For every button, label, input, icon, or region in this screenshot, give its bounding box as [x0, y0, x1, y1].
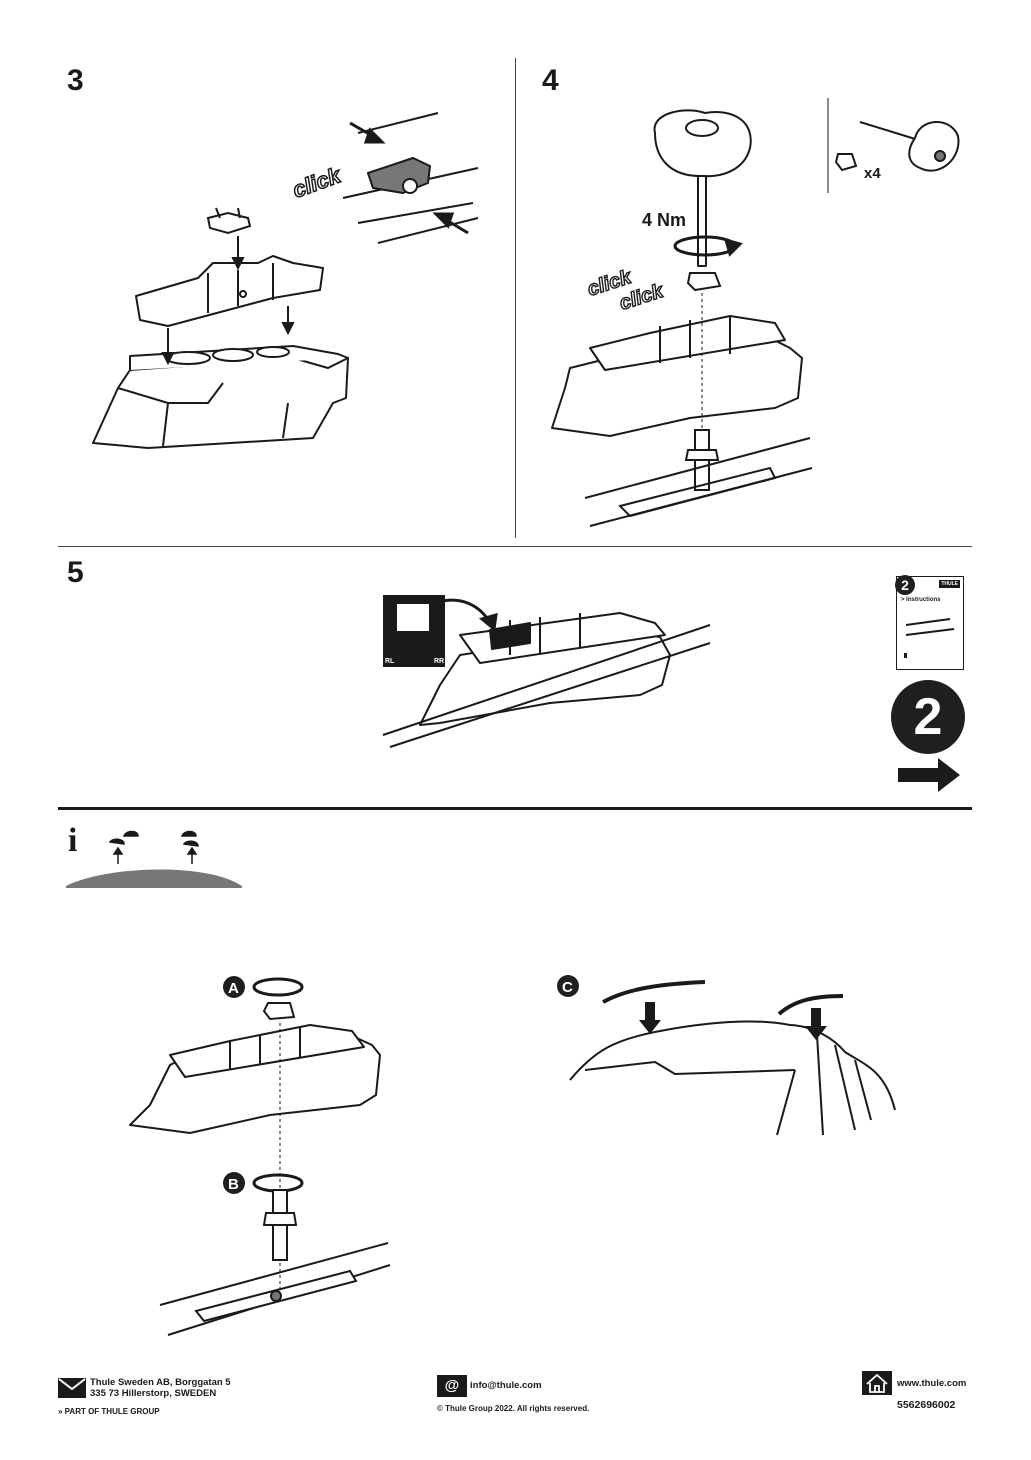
rotation-arrow-icon: [252, 1173, 304, 1193]
group-text: PART OF THULE GROUP: [64, 1407, 160, 1416]
website-link[interactable]: www.thule.com: [897, 1378, 967, 1389]
mounting-diagram-ab: A B: [129, 976, 391, 1336]
next-step-badge: 2: [891, 680, 965, 754]
label-rr: RR: [434, 658, 444, 665]
booklet-bars-drawing: [904, 618, 955, 658]
group-label: » PART OF THULE GROUP: [58, 1407, 160, 1416]
step-3-illustration: click: [92, 112, 483, 449]
nut-drawing: [686, 272, 722, 292]
rotation-arrow-icon: [673, 235, 743, 257]
placement-arrow: [434, 598, 498, 632]
divider-horizontal-step4-5: [58, 546, 972, 547]
bolt-drawing: [262, 1189, 298, 1261]
booklet-number: 2: [901, 577, 909, 593]
roof-diagram-c: C: [557, 975, 896, 1136]
email-link[interactable]: info@thule.com: [470, 1380, 542, 1391]
c-label: C: [562, 979, 573, 996]
rail-drawing: [584, 429, 813, 527]
document-number: 5562696002: [897, 1399, 956, 1411]
step-4-number: 4: [542, 64, 559, 97]
address-line-1: Thule Sweden AB, Borggatan 5: [90, 1377, 231, 1388]
step-4-illustration: 4 Nm click click x4: [551, 98, 960, 527]
arrow-right-icon: [898, 758, 960, 792]
foot-pad-drawing: [135, 255, 324, 327]
car-roof-drawing: [569, 980, 896, 1136]
home-icon: [862, 1371, 892, 1395]
copyright-text: © Thule Group 2022. All rights reserved.: [437, 1404, 590, 1413]
tool-inset-drawing: [834, 121, 960, 172]
nut-drawing: [262, 1002, 296, 1021]
step-5-number: 5: [67, 556, 84, 589]
info-icon: i: [68, 822, 78, 859]
chevron-right-icon: »: [58, 1407, 65, 1416]
foot-on-rail-drawing: [382, 612, 711, 748]
a-label-badge: [223, 976, 245, 998]
booklet-number-badge: 2: [895, 575, 915, 595]
inset-arrows: [349, 121, 469, 235]
click-text: click: [289, 162, 345, 203]
placement-arrows: [639, 1002, 827, 1040]
label-fl: FL: [385, 622, 394, 629]
rail-drawing: [159, 1242, 391, 1336]
booklet-label: > Instructions: [901, 597, 941, 603]
envelope-icon: [58, 1378, 86, 1398]
foot-drawing: [551, 315, 803, 437]
address-line-2: 335 73 Hillerstorp, SWEDEN: [90, 1388, 217, 1399]
step-3-number: 3: [67, 64, 84, 97]
position-indicator: [383, 595, 445, 667]
c-label-badge: [557, 975, 579, 997]
rotation-arrow-icon: [252, 977, 304, 997]
a-label: A: [228, 980, 239, 997]
assembly-arrows: [161, 236, 295, 366]
at-icon: @: [437, 1375, 467, 1397]
b-label-badge: [223, 1172, 245, 1194]
roof-profile-drawing: [66, 830, 242, 888]
foot-base-drawing: [92, 345, 349, 449]
torque-tool-drawing: [653, 109, 752, 267]
nut-count: x4: [864, 165, 881, 182]
divider-vertical-step3-4: [515, 58, 516, 538]
next-step-number: 2: [913, 688, 943, 746]
instruction-booklet: 2 THULE > Instructions: [895, 575, 964, 670]
divider-horizontal-info: [58, 807, 972, 810]
foot-drawing: [129, 1024, 381, 1134]
b-label: B: [228, 1176, 239, 1193]
torque-label: 4 Nm: [642, 210, 686, 230]
step-5-illustration: FL RL RR: [382, 595, 711, 748]
clip-drawing: [206, 207, 252, 235]
label-rl: RL: [385, 658, 395, 665]
booklet-brand: THULE: [939, 580, 960, 588]
